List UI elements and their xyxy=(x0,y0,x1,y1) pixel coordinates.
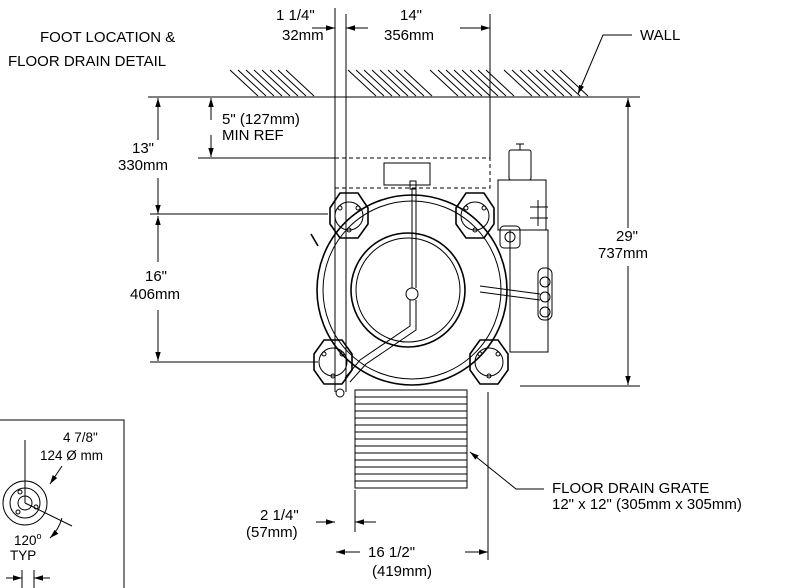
foot-angle-label: 120o xyxy=(14,531,42,548)
drain-pipe xyxy=(344,300,411,379)
d16-mm-label: 406mm xyxy=(130,286,180,303)
d29-mm-label: 737mm xyxy=(598,245,648,262)
grate-leader xyxy=(469,451,544,490)
title-line-2: FLOOR DRAIN DETAIL xyxy=(8,53,166,70)
foot-dia-mm-label: 124 Ø mm xyxy=(40,448,103,463)
offset-in-label: 1 1/4" xyxy=(276,7,315,24)
title-line-1: FOOT LOCATION & xyxy=(40,29,175,46)
left-bracket xyxy=(310,233,319,247)
grate-label-line-2: 12" x 12" (305mm x 305mm) xyxy=(552,496,742,513)
foot-bottom-right xyxy=(469,339,509,385)
min-ref-in-label: 5" (127mm) xyxy=(222,111,300,128)
floor-drain-grate xyxy=(354,389,468,489)
drum-outer xyxy=(350,232,466,348)
width14-in-label: 14" xyxy=(400,7,422,24)
min-ref-note-label: MIN REF xyxy=(222,127,284,144)
d16h-in-label: 16 1/2" xyxy=(368,544,415,561)
drum-hub xyxy=(405,287,419,301)
d13-mm-label: 330mm xyxy=(118,157,168,174)
foot-top-right xyxy=(455,192,495,239)
grate-label-line-1: FLOOR DRAIN GRATE xyxy=(552,480,709,497)
wall-leader xyxy=(577,34,632,95)
d2q-mm-label: (57mm) xyxy=(246,524,298,541)
foot-detail-inset: 4 7/8" 124 Ø mm 120o TYP xyxy=(0,419,125,588)
drum-inner xyxy=(355,237,461,343)
foot-dia-in-label: 4 7/8" xyxy=(63,430,98,445)
d2q-in-label: 2 1/4" xyxy=(260,507,299,524)
d16-in-label: 16" xyxy=(145,268,167,285)
offset-mm-label: 32mm xyxy=(282,27,324,44)
d29-in-label: 29" xyxy=(616,228,638,245)
foot-typ-label: TYP xyxy=(10,548,36,563)
foot-top-left xyxy=(329,192,369,239)
drain-outlet xyxy=(335,388,345,398)
wall-label: WALL xyxy=(640,27,680,44)
side-valve xyxy=(479,225,553,321)
d13-in-label: 13" xyxy=(132,140,154,157)
wall-hatch xyxy=(229,69,589,97)
d16h-mm-label: (419mm) xyxy=(372,563,432,580)
unit-outline xyxy=(334,143,549,353)
width14-mm-label: 356mm xyxy=(384,27,434,44)
